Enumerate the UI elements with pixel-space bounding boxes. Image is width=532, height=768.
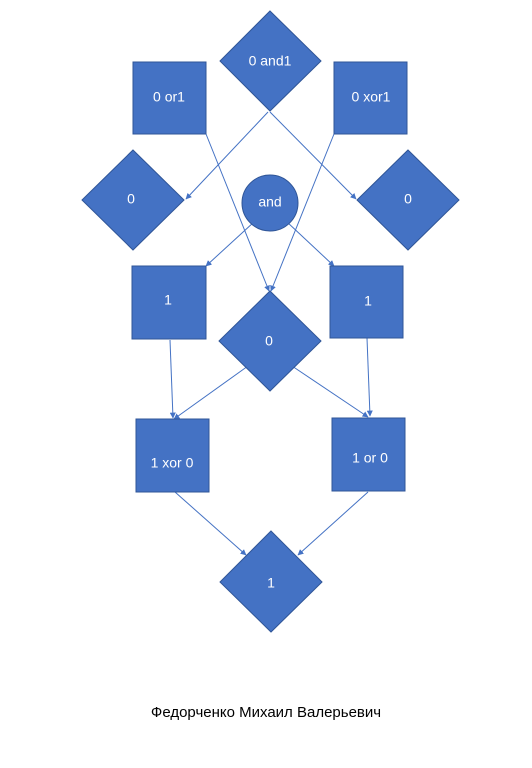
author-name: Федорченко Михаил Валерьевич: [150, 704, 382, 721]
edges: [169, 111, 373, 556]
node-center-circle-label: and: [258, 194, 281, 210]
node-bottom-diamond-label: 1: [267, 575, 275, 591]
node-mid-left-diamond-label: 0: [127, 191, 135, 207]
edge-circle-to-right-box: [286, 221, 335, 267]
node-lower-left-box-label: 1 xor 0: [151, 455, 194, 471]
node-right-box-label: 1: [364, 293, 372, 309]
node-left-box: 1: [131, 265, 207, 340]
edge-top-diamond-to-mid-right: [269, 111, 357, 200]
node-top-diamond-label: 0 and1: [249, 53, 292, 69]
edge-top-right-box-to-center-diamond: [270, 133, 335, 292]
node-top-right-box-label: 0 xor1: [352, 89, 391, 105]
node-lower-right-box: 1 or 0: [331, 417, 406, 492]
node-top-diamond: 0 and1: [219, 10, 322, 112]
node-left-box-label: 1: [164, 292, 172, 308]
node-lower-left-box: 1 xor 0: [135, 418, 210, 493]
node-top-left-box-label: 0 or1: [153, 89, 185, 105]
node-center-circle: and: [241, 174, 299, 232]
edge-center-diamond-to-lower-right-box: [291, 365, 369, 418]
edge-lower-right-box-to-bottom-diamond: [297, 491, 369, 556]
node-lower-right-box-label: 1 or 0: [352, 450, 388, 466]
node-top-left-box: 0 or1: [132, 61, 207, 135]
edge-left-box-to-lower-left-box: [169, 339, 176, 419]
edge-top-diamond-to-mid-left: [185, 111, 269, 200]
edge-circle-to-left-box: [205, 221, 255, 267]
nodes: 0 and1 0 or1 0 xor1 0 and 0 1 1: [81, 10, 460, 633]
edge-right-box-to-lower-right-box: [366, 337, 373, 417]
node-bottom-diamond: 1: [219, 530, 323, 633]
node-right-box: 1: [329, 265, 404, 339]
edge-top-left-box-to-center-diamond: [205, 133, 270, 292]
edge-center-diamond-to-lower-left-box: [173, 365, 249, 420]
node-top-right-box: 0 xor1: [333, 61, 408, 135]
node-center-diamond: 0: [218, 290, 322, 392]
node-mid-right-diamond: 0: [356, 149, 460, 251]
node-center-diamond-label: 0: [265, 333, 273, 349]
node-mid-left-diamond: 0: [81, 149, 185, 251]
edge-lower-left-box-to-bottom-diamond: [174, 491, 247, 556]
node-mid-right-diamond-label: 0: [404, 191, 412, 207]
